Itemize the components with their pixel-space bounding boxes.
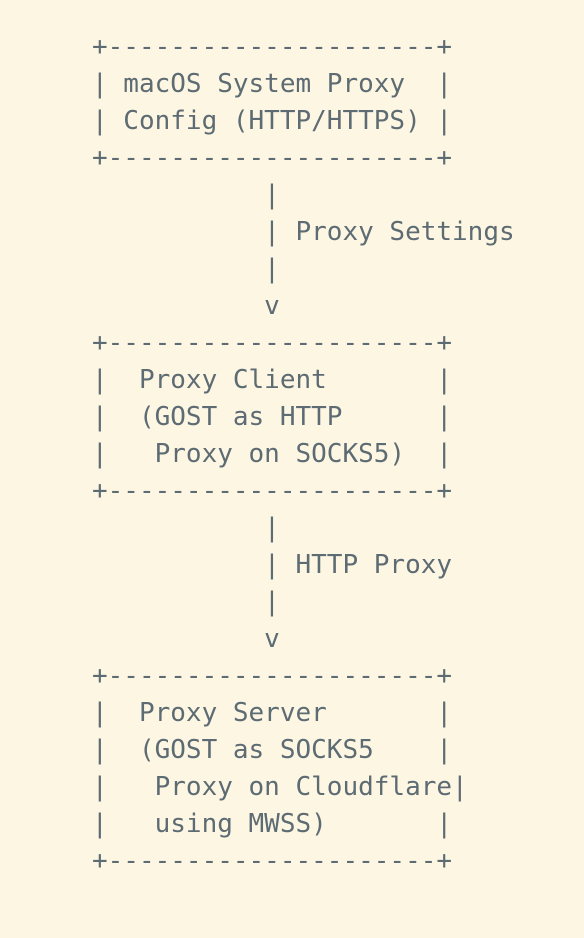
box-client-top-border: +---------------------+ — [92, 328, 453, 358]
connector-1-arrow: v — [92, 291, 280, 321]
box-server-line-3: | Proxy on Cloudflare| — [92, 772, 468, 802]
connector-2-arrow: v — [92, 624, 280, 654]
box-server-top-border: +---------------------+ — [92, 661, 453, 691]
box-client-line-3: | Proxy on SOCKS5) | — [92, 439, 453, 469]
connector-2-line-2: | — [92, 587, 280, 617]
connector-2-label: | HTTP Proxy — [92, 550, 453, 580]
box-server-line-4: | using MWSS) | — [92, 809, 453, 839]
box-macos-top-border: +---------------------+ — [92, 32, 453, 62]
connector-2-line-1: | — [92, 513, 280, 543]
box-server-line-2: | (GOST as SOCKS5 | — [92, 735, 453, 765]
box-server-bottom-border: +---------------------+ — [92, 846, 453, 876]
box-client-line-1: | Proxy Client | — [92, 365, 453, 395]
box-macos-line-1: | macOS System Proxy | — [92, 69, 453, 99]
box-macos-line-2: | Config (HTTP/HTTPS) | — [92, 106, 453, 136]
connector-1-label: | Proxy Settings — [92, 217, 515, 247]
connector-1-line-1: | — [92, 180, 280, 210]
box-client-bottom-border: +---------------------+ — [92, 476, 453, 506]
connector-1-line-2: | — [92, 254, 280, 284]
box-server-line-1: | Proxy Server | — [92, 698, 453, 728]
ascii-architecture-diagram: +---------------------+ | macOS System Pr… — [92, 29, 515, 880]
box-client-line-2: | (GOST as HTTP | — [92, 402, 453, 432]
box-macos-bottom-border: +---------------------+ — [92, 143, 453, 173]
